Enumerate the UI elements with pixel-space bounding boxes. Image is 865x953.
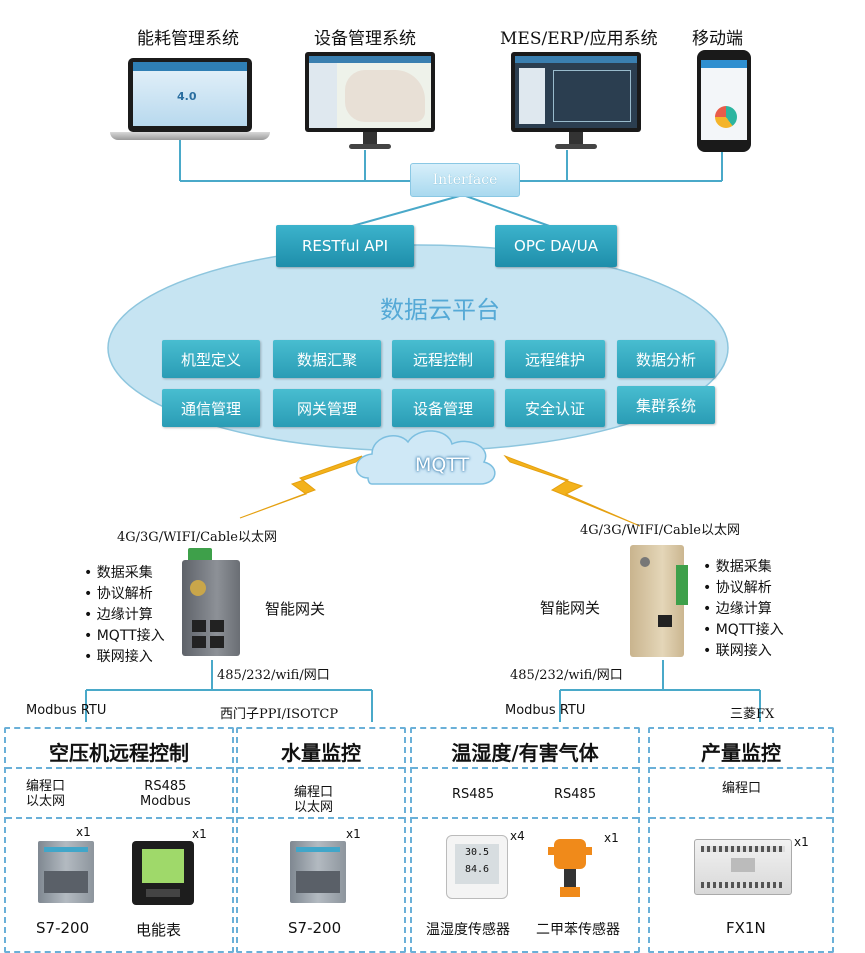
port-caption: 编程口以太网 [26, 779, 66, 809]
feature-item: 数据采集 [84, 563, 165, 584]
gateway-device-icon [182, 548, 244, 658]
feature-item: 联网接入 [703, 641, 784, 662]
module-box: 网关管理 [273, 389, 381, 427]
quantity-label: x1 [76, 825, 91, 839]
panel-temp-gas: 温湿度/有害气体 RS485 RS485 x4 x1 30.5 84.6 温湿度… [410, 727, 640, 953]
fx1n-plc-icon [694, 839, 792, 895]
restful-api-box: RESTful API [276, 225, 414, 267]
left-feature-list: 数据采集 协议解析 边缘计算 MQTT接入 联网接入 [84, 563, 165, 668]
device-label: 温湿度传感器 [426, 922, 510, 938]
right-proto-right-label: 三菱FX [730, 707, 775, 722]
right-proto-label: Modbus RTU [505, 703, 586, 718]
opc-box: OPC DA/UA [495, 225, 617, 267]
left-network-label: 4G/3G/WIFI/Cable以太网 [117, 530, 277, 545]
mqtt-cloud [355, 430, 496, 485]
right-feature-list: 数据采集 协议解析 边缘计算 MQTT接入 联网接入 [703, 557, 784, 662]
module-box: 安全认证 [505, 389, 605, 427]
panel-production-monitoring: 产量监控 编程口 x1 FX1N [648, 727, 834, 953]
port-caption: 编程口以太网 [294, 785, 334, 815]
quantity-label: x1 [346, 827, 361, 841]
module-box: 远程维护 [505, 340, 605, 378]
temp-reading: 30.5 [464, 847, 490, 858]
module-box: 机型定义 [162, 340, 260, 378]
phone-icon [697, 50, 751, 152]
interface-box: Interface [410, 163, 520, 197]
lightning-right [503, 454, 641, 527]
panel-title: 水量监控 [281, 741, 361, 765]
humidity-reading: 84.6 [464, 864, 490, 875]
module-box: 设备管理 [392, 389, 494, 427]
module-box: 数据分析 [617, 340, 715, 378]
port-caption: RS485 [452, 787, 495, 802]
quantity-label: x1 [604, 831, 619, 845]
module-box: 集群系统 [617, 386, 715, 424]
device-label: 二甲苯传感器 [536, 922, 620, 938]
feature-item: MQTT接入 [84, 626, 165, 647]
feature-item: 协议解析 [703, 578, 784, 599]
feature-item: 边缘计算 [703, 599, 784, 620]
cloud-title: 数据云平台 [380, 296, 500, 324]
mqtt-label: MQTT [415, 454, 470, 476]
laptop-icon: 4.0 [110, 58, 270, 142]
quantity-label: x1 [192, 827, 207, 841]
energy-system-label: 能耗管理系统 [137, 29, 239, 49]
feature-item: MQTT接入 [703, 620, 784, 641]
port-caption: RS485 [554, 787, 597, 802]
module-box: 远程控制 [392, 340, 494, 378]
feature-item: 边缘计算 [84, 605, 165, 626]
panel-title: 产量监控 [701, 741, 781, 765]
left-gateway-name: 智能网关 [265, 600, 326, 618]
panel-title: 温湿度/有害气体 [451, 741, 599, 765]
left-proto-label: Modbus RTU [26, 703, 107, 718]
monitor-icon [305, 52, 435, 152]
power-meter-icon [132, 841, 194, 905]
quantity-label: x4 [510, 829, 525, 843]
mobile-label: 移动端 [692, 29, 743, 49]
port-caption: 编程口 [722, 781, 762, 796]
panel-water-monitoring: 水量监控 编程口以太网 x1 S7-200 [236, 727, 406, 953]
feature-item: 协议解析 [84, 584, 165, 605]
temp-humidity-sensor-icon: 30.5 84.6 [446, 835, 508, 899]
mes-system-label: MES/ERP/应用系统 [500, 29, 658, 49]
feature-item: 数据采集 [703, 557, 784, 578]
device-label: 电能表 [136, 921, 182, 939]
module-box: 数据汇聚 [273, 340, 381, 378]
left-proto-right-label: 西门子PPI/ISOTCP [220, 707, 339, 722]
right-ports-label: 485/232/wifi/网口 [510, 668, 623, 683]
right-network-label: 4G/3G/WIFI/Cable以太网 [580, 523, 740, 538]
right-gateway-name: 智能网关 [540, 599, 601, 617]
lightning-left [239, 455, 363, 519]
device-label: FX1N [726, 919, 766, 937]
device-label: S7-200 [36, 919, 90, 937]
monitor-icon [511, 52, 641, 152]
plc-icon [290, 841, 346, 903]
panel-title: 空压机远程控制 [49, 741, 189, 765]
equipment-system-label: 设备管理系统 [314, 29, 416, 49]
left-ports-label: 485/232/wifi/网口 [217, 668, 330, 683]
feature-item: 联网接入 [84, 647, 165, 668]
plc-icon [38, 841, 94, 903]
gateway-device-icon [630, 545, 690, 660]
gas-sensor-icon [548, 835, 592, 901]
module-box: 通信管理 [162, 389, 260, 427]
quantity-label: x1 [794, 835, 809, 849]
device-label: S7-200 [288, 919, 342, 937]
